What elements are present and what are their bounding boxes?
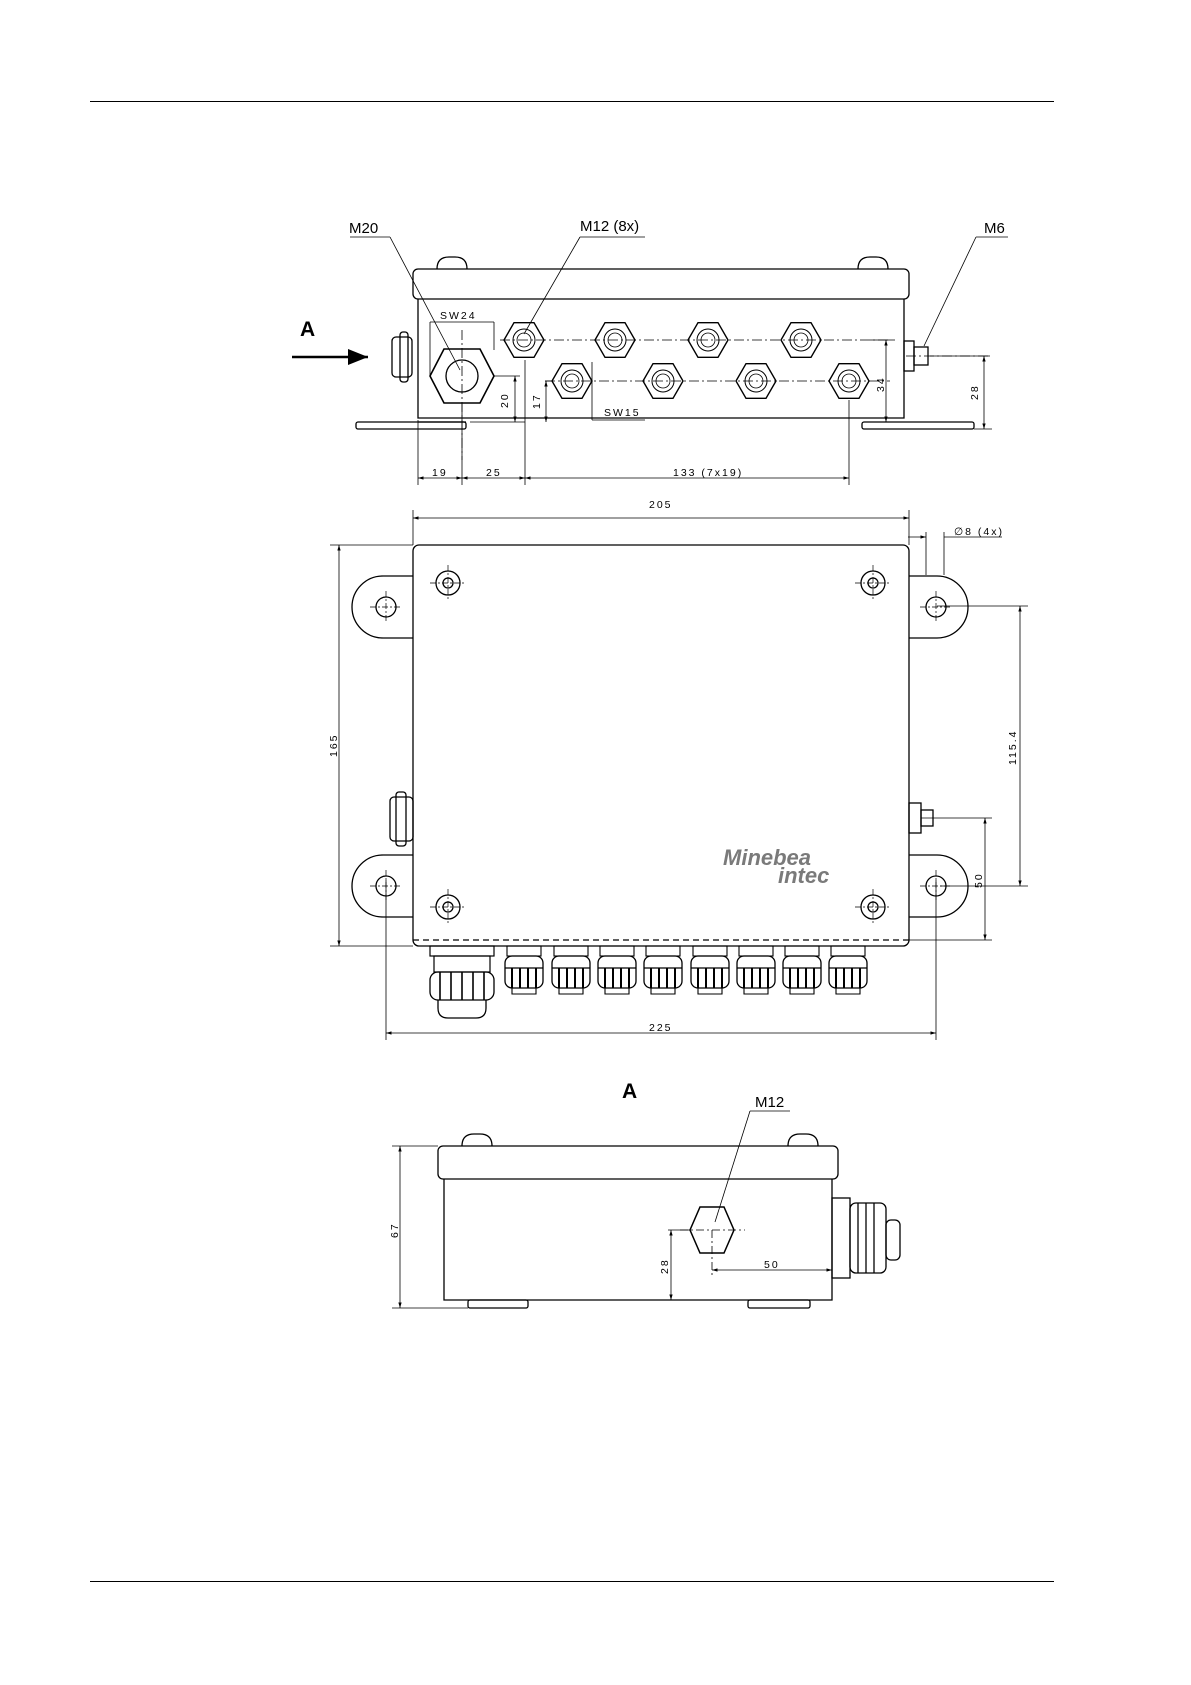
top-glands	[430, 946, 867, 1018]
dim-20: 20	[499, 392, 511, 408]
side-dimension-lines	[392, 1111, 832, 1308]
gland-m12-top-1	[505, 946, 543, 994]
dim-133: 133 (7x19)	[673, 467, 743, 479]
dim-25: 25	[486, 467, 502, 479]
m12-side-callout: M12	[755, 1094, 784, 1111]
dim-50-top: 50	[973, 872, 985, 888]
gland-m12-top-4	[644, 946, 682, 994]
lid-screw-top-left	[430, 565, 466, 601]
gland-m12-top-8	[829, 946, 867, 994]
lid-screw-bottom-right	[855, 889, 891, 925]
dim-225: 225	[649, 1022, 673, 1034]
lid-screw-top-right	[855, 565, 891, 601]
gland-m12-top-5	[691, 946, 729, 994]
dim-50-side: 50	[764, 1259, 780, 1271]
m12-8x-callout: M12 (8x)	[580, 218, 639, 235]
arrow-a-label: A	[300, 318, 315, 341]
ear-hole-top-left	[370, 591, 402, 623]
gland-m12-top-2	[552, 946, 590, 994]
gland-m12-top-3	[598, 946, 636, 994]
top-holes	[370, 565, 952, 925]
dia8-callout: ∅8 (4x)	[954, 526, 1004, 538]
lid-screw-bottom-left	[430, 889, 466, 925]
view-a-title: A	[622, 1080, 637, 1103]
dim-165: 165	[328, 733, 340, 757]
dim-67: 67	[389, 1222, 401, 1238]
dim-115-4: 115.4	[1007, 730, 1019, 766]
gland-m12-top-7	[783, 946, 821, 994]
gland-m20-top	[430, 946, 494, 1018]
m20-callout: M20	[349, 220, 378, 237]
logo-line2: intec	[778, 863, 829, 888]
top-view	[352, 545, 968, 946]
dim-28-front: 28	[969, 384, 981, 400]
dim-28-side: 28	[659, 1258, 671, 1274]
front-m12-glands	[504, 323, 869, 399]
dim-19: 19	[432, 467, 448, 479]
gland-m12-top-6	[737, 946, 775, 994]
side-view-a	[438, 1134, 900, 1308]
sw24-label: SW24	[440, 310, 477, 322]
sw15-label: SW15	[604, 407, 641, 419]
dim-205: 205	[649, 499, 673, 511]
ear-hole-top-right	[920, 591, 952, 623]
m6-callout: M6	[984, 220, 1005, 237]
top-dimension-lines	[330, 510, 1028, 1040]
dim-17: 17	[531, 393, 543, 409]
front-view	[356, 257, 974, 429]
dim-34: 34	[875, 376, 887, 392]
